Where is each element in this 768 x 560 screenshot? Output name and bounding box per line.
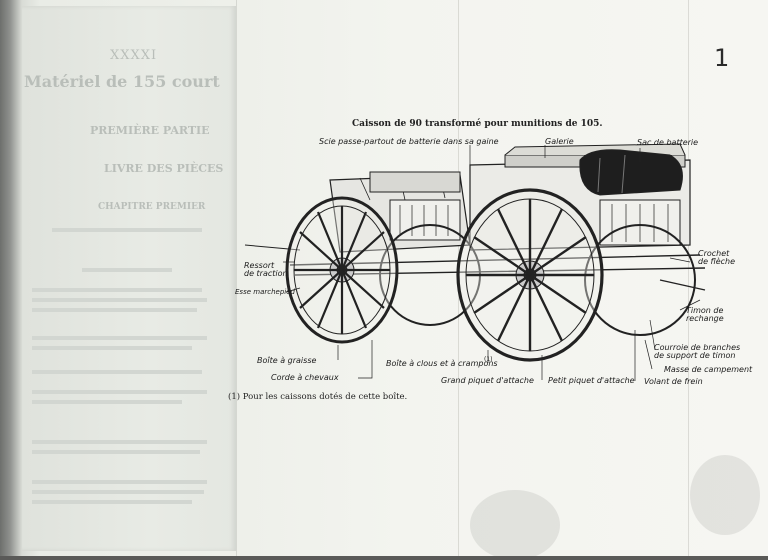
label-timon-2: rechange [686, 314, 724, 323]
label-volant: Volant de frein [644, 377, 703, 386]
figure-caption: Caisson de 90 transformé pour munitions … [352, 119, 603, 129]
ghost-line [82, 268, 172, 272]
label-galerie: Galerie [545, 137, 574, 146]
label-courroie: Courroie de branches [654, 343, 741, 352]
label-boite-clous-ref: (1) [484, 356, 493, 363]
ghost-line [32, 298, 207, 302]
label-courroie-2: de support de timon [654, 351, 736, 360]
paper-stain [690, 455, 760, 535]
ghost-line [32, 288, 202, 292]
label-crochet: Crochet [698, 249, 730, 258]
ghost-line [32, 390, 207, 394]
ghost-line [32, 336, 207, 340]
footnote: (1) Pour les caissons dotés de cette boî… [228, 392, 408, 402]
ghost-line [32, 500, 192, 504]
ghost-line [32, 370, 202, 374]
ghost-title: Matériel de 155 court [24, 72, 220, 91]
ghost-line [52, 228, 202, 232]
left-page: XXXXI Matériel de 155 court PREMIÈRE PAR… [22, 6, 236, 551]
label-ressort: Ressort [244, 261, 275, 270]
label-scie: Scie passe-partout de batterie dans sa g… [319, 137, 499, 146]
ghost-heading-3: CHAPITRE PREMIER [98, 202, 206, 212]
paper-stain [470, 490, 560, 560]
page-number: 1 [714, 44, 730, 72]
label-crochet-2: de flèche [698, 257, 736, 266]
ghost-line [32, 450, 200, 454]
ghost-code: XXXXI [110, 48, 158, 63]
page-fold [236, 0, 237, 556]
ghost-line [32, 308, 197, 312]
ghost-line [32, 346, 192, 350]
label-grand-piquet: Grand piquet d'attache [441, 376, 534, 385]
label-masse: Masse de campement [664, 365, 753, 374]
ghost-line [32, 400, 182, 404]
label-boite-graisse: Boîte à graisse [257, 356, 317, 365]
label-boite-clous: Boîte à clous et à crampons [386, 359, 498, 368]
ghost-line [32, 480, 207, 484]
ghost-line [32, 490, 204, 494]
label-sac: Sac de batterie [637, 138, 699, 147]
label-ressort-2: de traction [244, 269, 288, 278]
label-corde: Corde à chevaux [271, 373, 339, 382]
ghost-heading-1: PREMIÈRE PARTIE [90, 124, 210, 137]
label-timon: Timon de [686, 306, 724, 315]
page-fold [688, 0, 689, 556]
ghost-heading-2: LIVRE DES PIÈCES [104, 162, 224, 175]
label-petit-piquet: Petit piquet d'attache [548, 376, 635, 385]
ghost-line [32, 440, 207, 444]
label-esse: Esse marchepied [235, 288, 295, 296]
